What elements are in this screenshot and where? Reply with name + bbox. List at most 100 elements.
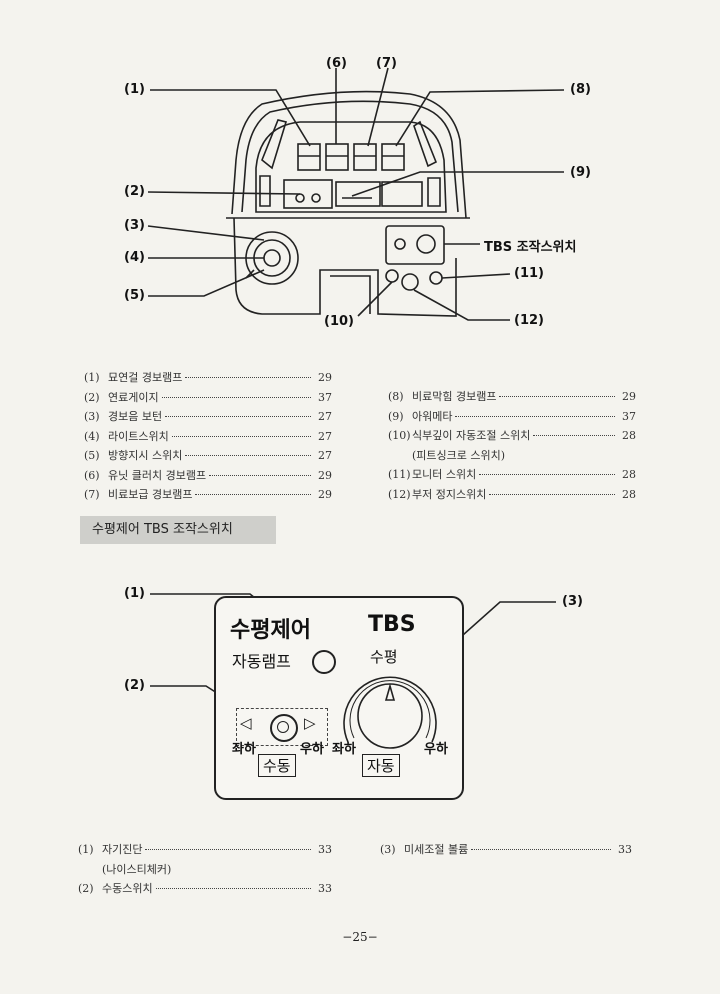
- toc-entry-number: (4): [84, 429, 100, 443]
- toc-entry: (나이스티체커): [78, 860, 332, 880]
- toc-entry-label: 식부깊이 자동조절 스위치: [412, 429, 531, 442]
- toc-entry-number: (1): [78, 843, 94, 856]
- toc-entry: (피트싱크로 스위치): [388, 446, 636, 466]
- toc-entry-page: 29: [318, 468, 332, 482]
- toc-entry-page: 29: [622, 390, 636, 403]
- toc-entry-label: 연료게이지: [108, 390, 159, 404]
- toc-entry-label: 경보음 보턴: [108, 410, 163, 423]
- manual-left-label: 좌하: [232, 742, 256, 757]
- fine-adjust-dial[interactable]: [332, 658, 448, 758]
- toc-entry-number: (2): [84, 390, 100, 404]
- auto-lamp: [312, 650, 336, 674]
- auto-label: 자동: [362, 754, 400, 777]
- callout-5: (5): [124, 288, 145, 303]
- toc-leader-dots: [145, 849, 311, 850]
- toc-entry-page: 33: [618, 843, 632, 856]
- toc-entry-number: (5): [84, 449, 100, 462]
- toc-entry-page: 33: [318, 843, 332, 856]
- toc-entry-label: 미세조절 볼륨: [404, 843, 469, 856]
- bottom-callout-2: (2): [124, 678, 145, 693]
- toc-leader-dots: [165, 416, 311, 417]
- toc-entry-number: (2): [78, 882, 94, 895]
- toc-entry-page: 27: [318, 449, 332, 462]
- toc-leader-dots: [533, 435, 615, 436]
- manual-switch[interactable]: [270, 714, 298, 742]
- callout-12: (12): [514, 313, 544, 328]
- dial-label: 수평: [370, 648, 398, 666]
- callout-6: (6): [326, 56, 347, 71]
- toc-entry-label: 모니터 스위치: [412, 468, 477, 481]
- toc-entry-label: 비료막힘 경보램프: [412, 390, 497, 403]
- toc-entry-label: 아워메타: [412, 409, 453, 423]
- toc-entry-label: 부저 정지스위치: [412, 487, 487, 501]
- toc-entry-number: (8): [388, 390, 404, 403]
- toc-entry: (2) 연료게이지 37: [84, 388, 332, 408]
- toc-leader-dots: [155, 888, 311, 889]
- toc-leader-dots: [479, 474, 615, 475]
- toc-leader-dots: [161, 396, 311, 398]
- toc-entry: (7) 비료보급 경보램프 29: [84, 485, 332, 505]
- toc-entry-number: (10): [388, 429, 411, 442]
- panel-title-right: TBS: [368, 612, 416, 637]
- toc-leader-dots: [185, 377, 311, 378]
- tbs-control-panel: 수평제어 TBS 자동램프 수평 ◁ ▷ 좌하 우하 수동 좌하 우하 자동: [214, 596, 464, 800]
- toc-leader-dots: [185, 455, 311, 456]
- toc-bottom-right: (3) 미세조절 볼륨 33: [380, 840, 632, 860]
- auto-lamp-label: 자동램프: [232, 652, 291, 671]
- toc-leader-dots: [489, 493, 615, 495]
- toc-entry: (11)모니터 스위치 28: [388, 465, 636, 485]
- toc-entry-label: 수동스위치: [102, 882, 153, 895]
- callout-8: (8): [570, 82, 591, 97]
- manual-zone: [236, 708, 328, 746]
- callout-3: (3): [124, 218, 145, 233]
- toc-entry-label: 방향지시 스위치: [108, 449, 183, 462]
- toc-entry-label: 라이트스위치: [108, 429, 169, 443]
- toc-entry: (2) 수동스위치 33: [78, 879, 332, 899]
- toc-entry: (10)식부깊이 자동조절 스위치 28: [388, 426, 636, 446]
- toc-entry-label: 비료보급 경보램프: [108, 488, 193, 501]
- page-number: −25−: [342, 930, 378, 944]
- toc-entry-number: (9): [388, 409, 404, 423]
- toc-entry-page: 33: [318, 882, 332, 895]
- toc-entry: (9) 아워메타 37: [388, 407, 636, 427]
- toc-entry-page: 28: [622, 429, 636, 442]
- toc-entry-label: 유닛 클러치 경보램프: [108, 468, 207, 482]
- callout-10: (10): [324, 314, 354, 329]
- toc-leader-dots: [209, 474, 311, 476]
- manual-right-label: 우하: [300, 742, 324, 757]
- toc-entry-number: (12): [388, 487, 411, 501]
- toc-leader-dots: [195, 494, 311, 495]
- toc-entry-page: 27: [318, 429, 332, 443]
- auto-left-label: 좌하: [332, 742, 356, 757]
- toc-leader-dots: [471, 849, 611, 850]
- instrument-panel-drawing: [147, 67, 565, 321]
- toc-entry-page: 29: [318, 488, 332, 501]
- toc-entry: (4) 라이트스위치 27: [84, 427, 332, 447]
- toc-entry: (6) 유닛 클러치 경보램프 29: [84, 466, 332, 486]
- toc-entry: (8) 비료막힘 경보램프 29: [388, 387, 636, 407]
- callout-11: (11): [514, 266, 544, 281]
- toc-entry: (5) 방향지시 스위치 27: [84, 446, 332, 466]
- toc-entry-page: 37: [622, 409, 636, 423]
- toc-entry-label: (피트싱크로 스위치): [412, 448, 506, 462]
- toc-entry-number: (11): [388, 468, 411, 481]
- toc-entry-page: 28: [622, 468, 636, 481]
- right-arrow-icon: ▷: [304, 714, 316, 732]
- toc-entry-number: (1): [84, 371, 100, 384]
- auto-right-label: 우하: [424, 742, 448, 757]
- callout-7: (7): [376, 56, 397, 71]
- toc-entry-page: 29: [318, 371, 332, 384]
- toc-entry-number: (6): [84, 468, 100, 482]
- toc-top-right: (8) 비료막힘 경보램프 29 (9) 아워메타 37 (10)식부깊이 자동조절 스위치…: [388, 387, 636, 504]
- callout-2: (2): [124, 184, 145, 199]
- toc-entry-number: (3): [380, 843, 396, 856]
- toc-entry-page: 37: [318, 390, 332, 404]
- toc-entry-number: (7): [84, 488, 100, 501]
- bottom-callout-3: (3): [562, 594, 583, 609]
- left-arrow-icon: ◁: [240, 714, 252, 732]
